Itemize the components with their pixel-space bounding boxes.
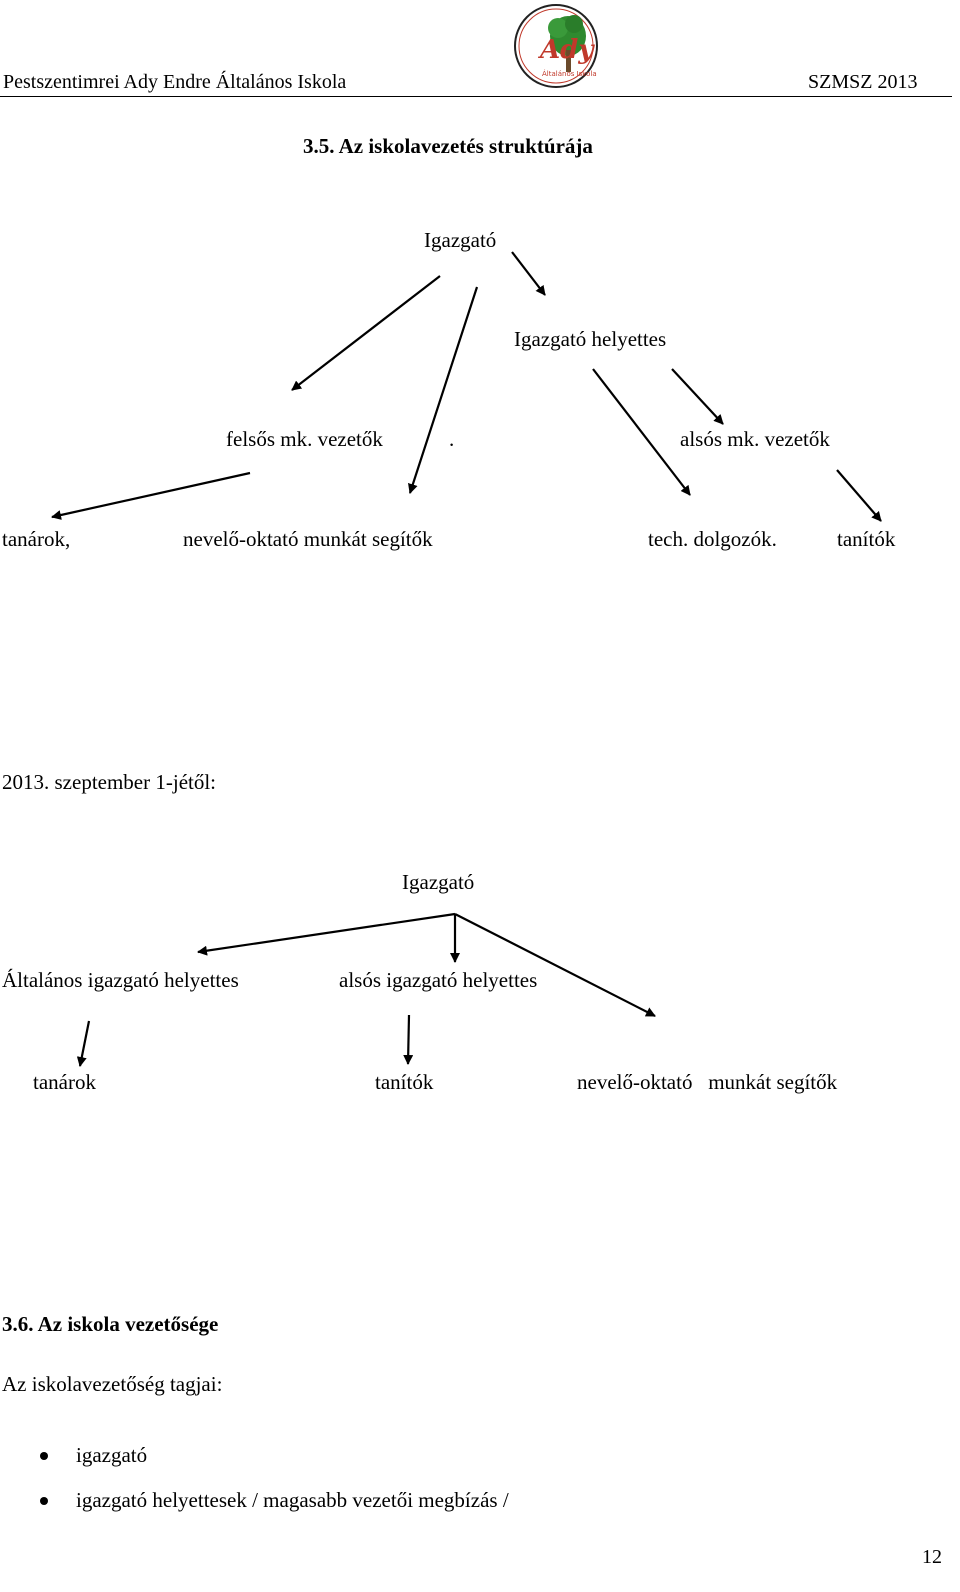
org2-node-general-deputy: Általános igazgató helyettes bbox=[2, 968, 239, 992]
from-date-label: 2013. szeptember 1-jétől: bbox=[2, 770, 217, 794]
org2-node-teachers: tanárok bbox=[33, 1070, 96, 1094]
org-node-support-staff: nevelő-oktató munkát segítők bbox=[183, 527, 433, 551]
logo-subtext: Általános Iskola bbox=[542, 69, 597, 78]
arrow-deputy-tech bbox=[592, 368, 691, 496]
arrow-director-deputy bbox=[511, 251, 546, 296]
section-36-intro: Az iskolavezetőség tagjai: bbox=[2, 1372, 223, 1396]
org-node-deputy: Igazgató helyettes bbox=[514, 327, 667, 351]
org-node-lower-teachers: tanítók bbox=[837, 527, 896, 551]
header-rule bbox=[0, 96, 952, 97]
org-node-dot: . bbox=[449, 427, 455, 451]
arrow2-general-teachers bbox=[76, 1020, 91, 1067]
arrow-director-upper-heads bbox=[291, 275, 441, 391]
arrow-director-support bbox=[408, 286, 479, 494]
arrow-deputy-lower-heads bbox=[671, 368, 724, 425]
org-node-tech-staff: tech. dolgozók. bbox=[648, 527, 777, 551]
arrow2-lower-teachers bbox=[403, 1014, 414, 1065]
arrow2-director-support bbox=[454, 913, 656, 1017]
ady-school-logo-icon: Ady Általános Iskola bbox=[514, 4, 598, 88]
header-doc-code: SZMSZ 2013 bbox=[808, 71, 918, 93]
list-item: igazgató bbox=[76, 1443, 148, 1467]
arrow-lower-teachers bbox=[836, 469, 882, 522]
org-node-director: Igazgató bbox=[424, 228, 497, 252]
page-number: 12 bbox=[922, 1546, 942, 1568]
section-35-title: 3.5. Az iskolavezetés struktúrája bbox=[303, 134, 593, 158]
org-node-upper-heads: felsős mk. vezetők bbox=[226, 427, 383, 451]
bullet-icon bbox=[40, 1452, 48, 1460]
org2-node-lower-teachers: tanítók bbox=[375, 1070, 434, 1094]
org-node-teachers: tanárok, bbox=[2, 527, 71, 551]
org-node-lower-heads: alsós mk. vezetők bbox=[680, 427, 830, 451]
org2-node-lower-deputy: alsós igazgató helyettes bbox=[339, 968, 538, 992]
arrow2-director-general-deputy bbox=[197, 912, 456, 956]
bullet-icon bbox=[40, 1497, 48, 1505]
logo-text: Ady bbox=[537, 35, 595, 65]
list-item: igazgató helyettesek / magasabb vezetői … bbox=[76, 1488, 509, 1512]
arrow-upper-teachers bbox=[51, 471, 251, 520]
org2-node-director: Igazgató bbox=[402, 870, 475, 894]
header-school-name: Pestszentimrei Ady Endre Általános Iskol… bbox=[3, 71, 347, 93]
org2-node-support-staff: nevelő-oktató munkát segítők bbox=[577, 1070, 838, 1094]
section-36-title: 3.6. Az iskola vezetősége bbox=[2, 1312, 219, 1336]
